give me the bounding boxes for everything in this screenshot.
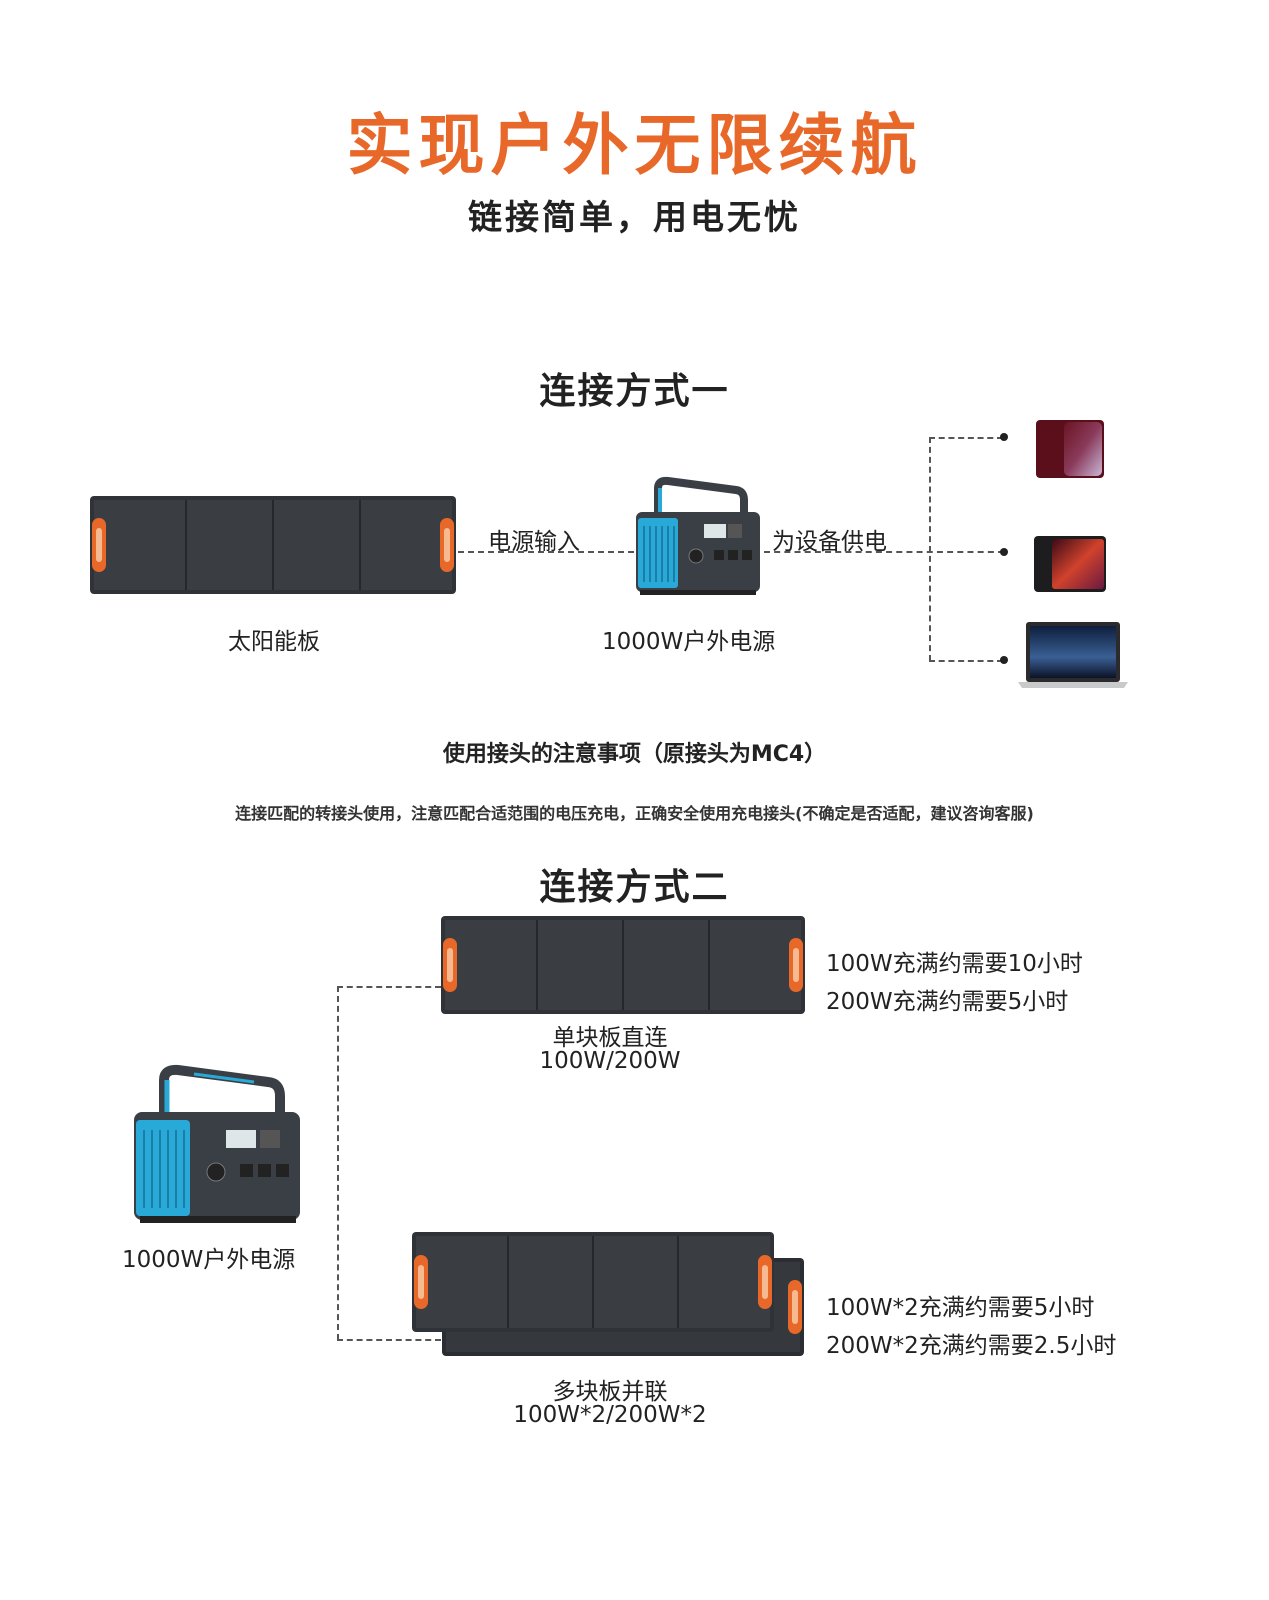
power-station-image <box>636 476 760 595</box>
notice-body: 连接匹配的转接头使用，注意匹配合适范围的电压充电，正确安全使用充电接头(不确定是… <box>235 804 1034 823</box>
laptop-icon <box>1018 622 1128 688</box>
connector-line <box>458 551 634 553</box>
multi-time-200: 200W*2充满约需要2.5小时 <box>826 1333 1117 1359</box>
notice-heading: 使用接头的注意事项（原接头为MC4） <box>442 742 827 767</box>
solar-panel-label: 太阳能板 <box>228 629 320 655</box>
page-title: 实现户外无限续航 <box>346 107 923 184</box>
connector-dot <box>1000 656 1008 664</box>
connector-line <box>929 660 1003 662</box>
power-station-label: 1000W户外电源 <box>602 629 776 655</box>
multi-panel-name: 多块板并联 <box>552 1379 668 1405</box>
multi-panel-power: 100W*2/200W*2 <box>513 1402 707 1428</box>
connector-dot <box>1000 548 1008 556</box>
connector-line <box>929 437 1003 439</box>
single-time-200: 200W充满约需要5小时 <box>826 989 1069 1015</box>
multi-time-100: 100W*2充满约需要5小时 <box>826 1295 1095 1321</box>
page-subtitle: 链接简单，用电无忧 <box>468 198 801 238</box>
single-time-100: 100W充满约需要10小时 <box>826 951 1083 977</box>
connector-line <box>337 986 441 988</box>
connector-dot <box>1000 433 1008 441</box>
connector-line <box>337 1339 441 1341</box>
connector-line <box>929 437 931 661</box>
solar-panel-image <box>90 496 456 594</box>
solar-panels-parallel-image <box>412 1232 804 1356</box>
single-panel-power: 100W/200W <box>539 1048 681 1074</box>
power-station-label: 1000W户外电源 <box>122 1247 296 1273</box>
method2-heading: 连接方式二 <box>539 867 730 908</box>
phone-icon <box>1036 420 1104 478</box>
tablet-icon <box>1034 536 1106 592</box>
power-station-image <box>134 1064 300 1223</box>
single-panel-name: 单块板直连 <box>552 1025 668 1051</box>
output-label: 为设备供电 <box>772 529 887 555</box>
method1-heading: 连接方式一 <box>539 371 730 412</box>
connector-line <box>764 551 1004 553</box>
solar-panel-image <box>441 916 805 1014</box>
input-label: 电源输入 <box>488 529 580 555</box>
connector-line <box>337 986 339 1340</box>
